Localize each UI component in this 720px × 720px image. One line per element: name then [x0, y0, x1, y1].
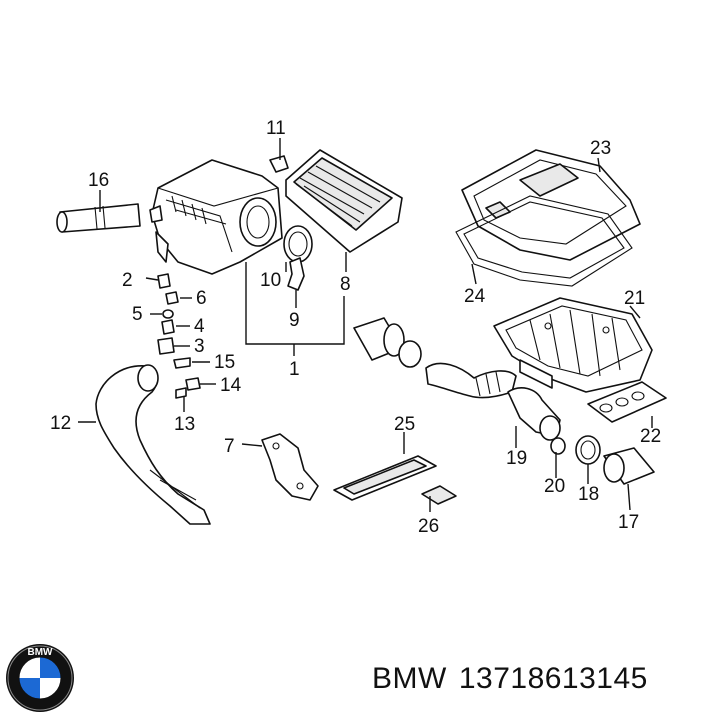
- part-14-nut: [185, 377, 201, 391]
- callout-7: 7: [224, 436, 235, 457]
- callout-18: 18: [578, 484, 599, 505]
- callout-16: 16: [88, 170, 109, 191]
- callout-21: 21: [624, 288, 645, 309]
- callout-9: 9: [289, 310, 300, 331]
- part-3-mount: [157, 337, 175, 355]
- air-filter-housing: [149, 159, 283, 275]
- callout-12: 12: [50, 413, 71, 434]
- part-8-filter-element: [285, 149, 403, 253]
- callout-14: 14: [220, 375, 242, 396]
- footer-part-number: 13718613145: [458, 662, 648, 695]
- logo-wordmark: BMW: [28, 647, 54, 658]
- callout-2: 2: [122, 270, 133, 291]
- part-13-screw: [175, 387, 187, 399]
- leader-lines: [78, 138, 653, 512]
- part-5-washer: [162, 309, 174, 319]
- footer-part-label: BMW 13718613145: [372, 662, 660, 696]
- part-9-bracket: [287, 257, 305, 291]
- callout-15: 15: [214, 352, 235, 373]
- callout-4: 4: [194, 316, 205, 337]
- callout-10: 10: [260, 270, 281, 291]
- small-fasteners: [157, 273, 201, 399]
- callout-3: 3: [194, 336, 205, 357]
- callout-24: 24: [464, 286, 486, 307]
- part-11-clip: [269, 155, 289, 173]
- part-16-intake-snorkel: [56, 203, 141, 233]
- part-19-elbow: [507, 387, 561, 441]
- part-24-gasket: [455, 195, 633, 287]
- part-26-label: [421, 485, 457, 505]
- callout-19: 19: [506, 448, 527, 469]
- part-21-intake-plenum: [493, 297, 653, 393]
- callout-17: 17: [618, 512, 639, 533]
- part-intake-hose-center: [425, 362, 517, 399]
- part-18-ring: [575, 435, 601, 465]
- part-23-engine-cover: [461, 149, 641, 261]
- part-22-gasket-plate: [587, 381, 667, 423]
- part-2-cap: [157, 273, 171, 289]
- callout-20: 20: [544, 476, 565, 497]
- callout-13: 13: [174, 414, 195, 435]
- part-4-grommet: [161, 319, 175, 335]
- callout-8: 8: [340, 274, 351, 295]
- part-25-label-plate: [333, 455, 437, 501]
- part-maf-sensor: [353, 317, 422, 368]
- part-20-clamp: [550, 437, 566, 455]
- callout-26: 26: [418, 516, 439, 537]
- part-7-bracket: [261, 433, 319, 501]
- part-15-screw: [173, 357, 191, 369]
- part-17-throttle-body: [603, 447, 655, 485]
- callout-11: 11: [266, 118, 286, 139]
- leader-1: [245, 262, 345, 356]
- callout-5: 5: [132, 304, 143, 325]
- callout-22: 22: [640, 426, 661, 447]
- callout-6: 6: [196, 288, 207, 309]
- part-10-seal-ring: [283, 225, 313, 263]
- callout-1: 1: [289, 359, 300, 380]
- bmw-logo: BMW: [6, 644, 74, 712]
- callout-23: 23: [590, 138, 611, 159]
- part-12-intake-duct: [95, 364, 211, 525]
- callout-25: 25: [394, 414, 415, 435]
- footer-brand: BMW: [372, 662, 447, 695]
- part-6-bolt: [165, 291, 179, 305]
